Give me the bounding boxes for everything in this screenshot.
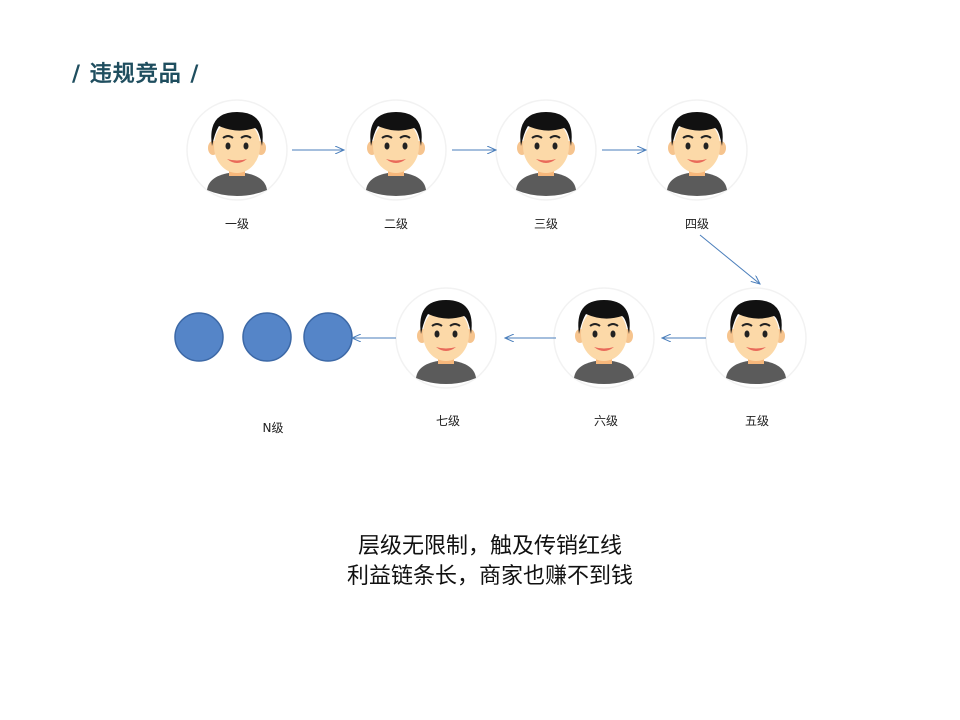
level-label: 七级 [435, 414, 461, 428]
avatar-level-2 [345, 99, 447, 201]
ellipsis-dot [174, 312, 224, 362]
level-label: 二级 [383, 217, 409, 231]
avatar-level-3 [495, 99, 597, 201]
level-label: 三级 [533, 217, 559, 231]
arrow [699, 234, 760, 284]
level-label: 五级 [744, 414, 770, 428]
avatar-level-4 [646, 99, 748, 201]
level-label: 六级 [593, 414, 619, 428]
level-label: 四级 [684, 217, 710, 231]
level-label: 一级 [224, 217, 250, 231]
slide-title: / 违规竞品 / [72, 62, 200, 87]
caption-line-1: 层级无限制，触及传销红线 [357, 534, 622, 559]
level-label: N级 [262, 421, 284, 435]
avatar-level-5 [705, 287, 807, 389]
caption-line-2: 利益链条长，商家也赚不到钱 [346, 564, 633, 589]
avatar-level-1 [186, 99, 288, 201]
avatar-level-6 [553, 287, 655, 389]
avatar-level-7 [395, 287, 497, 389]
ellipsis-dot [242, 312, 292, 362]
ellipsis-dot [303, 312, 353, 362]
